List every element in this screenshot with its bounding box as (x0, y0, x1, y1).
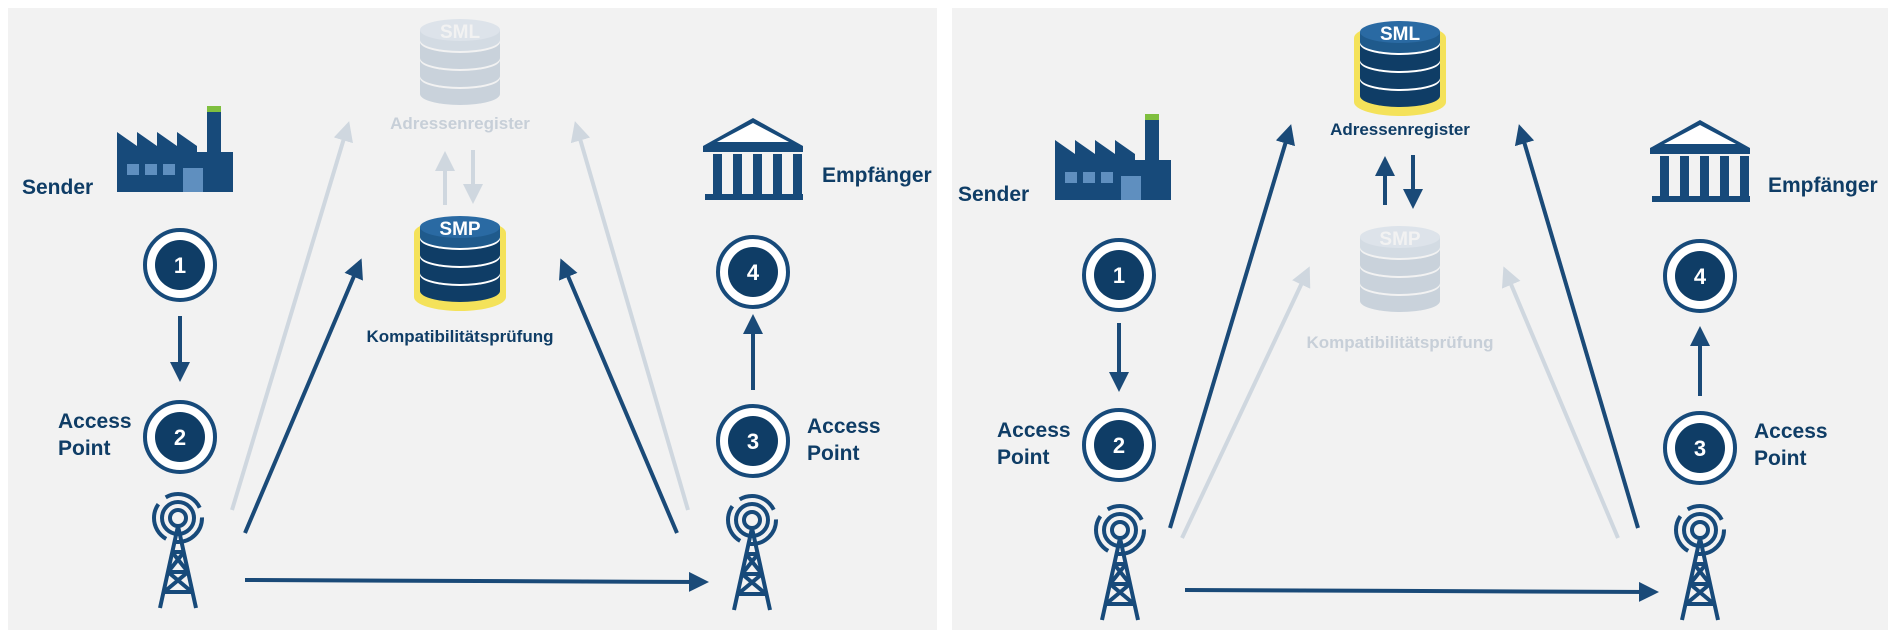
step-2-number: 2 (1113, 433, 1125, 458)
bank-icon (1650, 120, 1750, 202)
access-point-label-right: Access Point (807, 415, 881, 465)
step-1-number: 1 (174, 253, 186, 278)
antenna-tower-icon (1094, 504, 1146, 622)
arrow-ap2-to-sml (1168, 124, 1295, 529)
antenna-tower-icon (726, 494, 778, 612)
smp-label: Kompatibilitätsprüfung (1306, 333, 1494, 352)
sml-badge: SML (1380, 24, 1421, 45)
sml-badge: SML (440, 22, 481, 43)
sender-label: Sender (958, 183, 1030, 206)
arrow-ap3-to-smp (559, 258, 679, 534)
step-3-number: 3 (747, 429, 759, 454)
right-diagram: 1 2 3 4 SML SMP (1055, 21, 1750, 622)
arrow-ap2-to-ap3 (244, 571, 709, 592)
smp-badge: SMP (439, 219, 481, 240)
arrow-ap3-to-sml (570, 121, 690, 511)
sender-label: Sender (22, 176, 94, 199)
sml-label: Adressenregister (1330, 120, 1470, 139)
access-point-label-right: Access Point (1754, 420, 1828, 470)
antenna-tower-icon (1674, 504, 1726, 622)
step-4-number: 4 (747, 260, 760, 285)
factory-icon (117, 106, 233, 192)
arrow-ap3-to-smp (1502, 266, 1620, 539)
antenna-tower-icon (152, 492, 204, 610)
arrow-ap2-to-ap3 (1184, 581, 1659, 602)
step-2-number: 2 (174, 425, 186, 450)
step-3-number: 3 (1694, 436, 1706, 461)
access-point-label-left: Access Point (997, 419, 1071, 469)
smp-label: Kompatibilitätsprüfung (366, 327, 554, 346)
arrow-ap2-to-smp (243, 258, 363, 534)
arrow-ap3-to-sml (1514, 124, 1640, 529)
step-1-number: 1 (1113, 263, 1125, 288)
factory-icon (1055, 114, 1171, 200)
access-point-label-left: Access Point (58, 410, 132, 460)
step-4-number: 4 (1694, 264, 1707, 289)
left-diagram: 1 2 3 4 SML SMP (117, 19, 803, 612)
arrow-ap2-to-sml (230, 121, 353, 511)
receiver-label: Empfänger (822, 164, 932, 187)
arrow-ap2-to-smp (1180, 266, 1311, 539)
smp-badge: SMP (1379, 229, 1421, 250)
sml-label: Adressenregister (390, 114, 530, 133)
bank-icon (703, 118, 803, 200)
receiver-label: Empfänger (1768, 174, 1878, 197)
